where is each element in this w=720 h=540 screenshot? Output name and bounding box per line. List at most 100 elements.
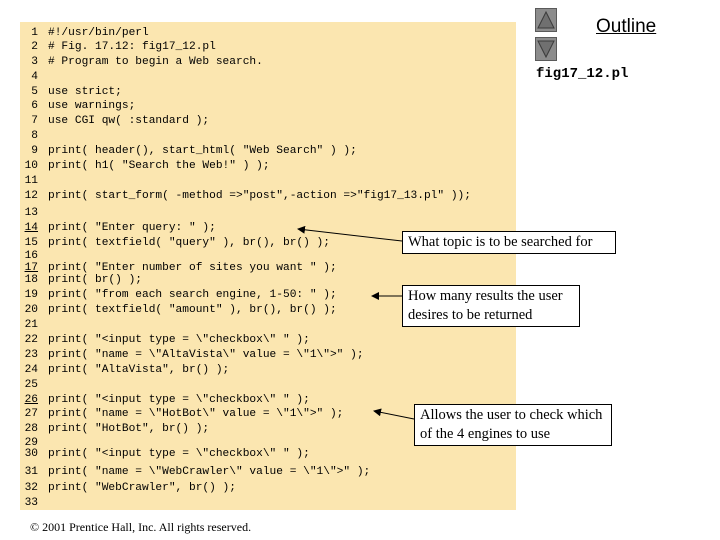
triangle-up-icon xyxy=(537,10,555,29)
code-line: 26 print( "<input type = \"checkbox\" " )… xyxy=(20,394,310,407)
code-text: print( textfield( "amount" ), br(), br()… xyxy=(48,304,337,316)
code-text: print( h1( "Search the Web!" ) ); xyxy=(48,160,270,172)
code-line: 5 use strict; xyxy=(20,86,122,99)
engines-callout: Allows the user to check which of the 4 … xyxy=(414,404,612,446)
code-text: print( "<input type = \"checkbox\" " ); xyxy=(48,394,310,406)
file-name-label: fig17_12.pl xyxy=(536,66,629,82)
line-number: 25 xyxy=(24,379,38,391)
code-line: 30 print( "<input type = \"checkbox\" " )… xyxy=(20,448,310,461)
code-line: 9 print( header(), start_html( "Web Searc… xyxy=(20,145,357,158)
line-number: 2 xyxy=(31,41,38,53)
code-text: print( header(), start_html( "Web Search… xyxy=(48,145,357,157)
line-number: 6 xyxy=(31,100,38,112)
code-line: 32 print( "WebCrawler", br() ); xyxy=(20,482,236,495)
query-callout: What topic is to be searched for xyxy=(402,231,616,254)
code-text: print( "AltaVista", br() ); xyxy=(48,364,230,376)
code-text: #!/usr/bin/perl xyxy=(48,27,149,39)
line-number: 14 xyxy=(24,222,38,234)
code-line: 4 xyxy=(20,71,48,84)
code-line: 7 use CGI qw( :standard ); xyxy=(20,115,209,128)
code-line: 10 print( h1( "Search the Web!" ) ); xyxy=(20,160,270,173)
line-number: 29 xyxy=(24,437,38,449)
line-number: 30 xyxy=(24,448,38,460)
line-number: 33 xyxy=(24,497,38,509)
code-line: 13 xyxy=(20,207,48,220)
code-text: print( "from each search engine, 1-50: "… xyxy=(48,289,337,301)
code-line: 33 xyxy=(20,497,48,510)
code-text: print( "Enter number of sites you want "… xyxy=(48,262,337,274)
line-number: 16 xyxy=(24,250,38,262)
outline-link[interactable]: Outline xyxy=(596,16,657,37)
query-arrow xyxy=(297,225,403,242)
line-number: 23 xyxy=(24,349,38,361)
line-number: 3 xyxy=(31,56,38,68)
code-line: 16 xyxy=(20,250,48,263)
code-text: use strict; xyxy=(48,86,122,98)
line-number: 1 xyxy=(31,27,38,39)
line-number: 5 xyxy=(31,86,38,98)
line-number: 17 xyxy=(24,262,38,274)
line-number: 31 xyxy=(24,466,38,478)
code-text: print( "name = \"AltaVista\" value = \"1… xyxy=(48,349,364,361)
code-line: 1 #!/usr/bin/perl xyxy=(20,27,149,40)
code-text: print( "name = \"WebCrawler\" value = \"… xyxy=(48,466,371,478)
line-number: 10 xyxy=(24,160,38,172)
line-number: 12 xyxy=(24,190,38,202)
triangle-down-icon xyxy=(537,40,555,59)
line-number: 32 xyxy=(24,482,38,494)
code-text: use CGI qw( :standard ); xyxy=(48,115,210,127)
line-number: 7 xyxy=(31,115,38,127)
copyright-footer: © 2001 Prentice Hall, Inc. All rights re… xyxy=(30,520,252,534)
code-line: 19 print( "from each search engine, 1-50:… xyxy=(20,289,337,302)
line-number: 27 xyxy=(24,408,38,420)
line-number: 20 xyxy=(24,304,38,316)
code-line: 25 xyxy=(20,379,48,392)
code-text: # Program to begin a Web search. xyxy=(48,56,263,68)
line-number: 24 xyxy=(24,364,38,376)
code-line: 11 xyxy=(20,175,48,188)
amount-callout: How many results the user desires to be … xyxy=(402,285,580,327)
code-text: print( "Enter query: " ); xyxy=(48,222,216,234)
line-number: 15 xyxy=(24,237,38,249)
code-line: 17 print( "Enter number of sites you want… xyxy=(20,262,337,275)
code-text: print( "HotBot", br() ); xyxy=(48,423,210,435)
line-number: 19 xyxy=(24,289,38,301)
line-number: 22 xyxy=(24,334,38,346)
code-text: print( "name = \"HotBot\" value = \"1\">… xyxy=(48,408,344,420)
code-text: print( start_form( -method =>"post",-act… xyxy=(48,190,471,202)
code-line: 23 print( "name = \"AltaVista\" value = \… xyxy=(20,349,364,362)
line-number: 18 xyxy=(24,274,38,286)
line-number: 11 xyxy=(24,175,38,187)
code-text: print( "WebCrawler", br() ); xyxy=(48,482,236,494)
code-line: 24 print( "AltaVista", br() ); xyxy=(20,364,230,377)
code-text: print( "<input type = \"checkbox\" " ); xyxy=(48,448,310,460)
code-line: 14 print( "Enter query: " ); xyxy=(20,222,216,235)
code-text: # Fig. 17.12: fig17_12.pl xyxy=(48,41,216,53)
code-text: use warnings; xyxy=(48,100,136,112)
code-line: 3 # Program to begin a Web search. xyxy=(20,56,263,69)
line-number: 26 xyxy=(24,394,38,406)
line-number: 13 xyxy=(24,207,38,219)
code-line: 27 print( "name = \"HotBot\" value = \"1\… xyxy=(20,408,344,421)
code-line: 2 # Fig. 17.12: fig17_12.pl xyxy=(20,41,216,54)
line-number: 8 xyxy=(31,130,38,142)
code-line: 6 use warnings; xyxy=(20,100,135,113)
code-text: print( br() ); xyxy=(48,274,142,286)
code-line: 21 xyxy=(20,319,48,332)
line-number: 21 xyxy=(24,319,38,331)
code-line: 18 print( br() ); xyxy=(20,274,142,287)
code-line: 22 print( "<input type = \"checkbox\" " )… xyxy=(20,334,310,347)
next-slide-button[interactable] xyxy=(535,37,557,61)
previous-slide-button[interactable] xyxy=(535,8,557,32)
code-line: 20 print( textfield( "amount" ), br(), br… xyxy=(20,304,337,317)
code-line: 31 print( "name = \"WebCrawler\" value = … xyxy=(20,466,371,479)
line-number: 9 xyxy=(31,145,38,157)
code-text: print( textfield( "query" ), br(), br() … xyxy=(48,237,330,249)
code-line: 8 xyxy=(20,130,48,143)
line-number: 4 xyxy=(31,71,38,83)
code-line: 12 print( start_form( -method =>"post",-a… xyxy=(20,190,471,203)
engines-arrow xyxy=(373,408,415,420)
code-text: print( "<input type = \"checkbox\" " ); xyxy=(48,334,310,346)
